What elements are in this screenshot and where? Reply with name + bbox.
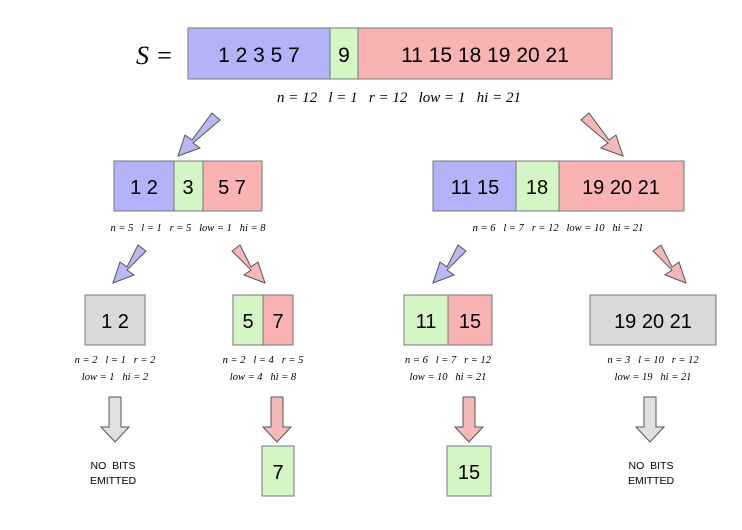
set-label: S = [136,41,173,70]
level1-right-right-values: 19 20 21 [582,177,660,199]
result-4: NO BITS EMITTED [628,460,674,487]
level2-node-3: 11 15 n = 6 l = 7 r = 12 low = 10 hi = 2… [403,294,493,383]
result-1: NO BITS EMITTED [90,460,136,487]
level2-node-4: 19 20 21 n = 3 l = 10 r = 12 low = 19 hi… [589,294,717,383]
result-2-box [261,445,295,497]
level2-node-1-params-line2: low = 1 hi = 2 [82,372,149,383]
root-params: n = 12 l = 1 r = 12 low = 1 hi = 21 [277,90,521,106]
level1-left-node: 1 2 3 5 7 n = 5 l = 1 r = 5 low = 1 hi =… [110,160,266,234]
arrow-red-icon [231,244,266,284]
root-right-values: 11 15 18 19 20 21 [401,44,569,67]
result-3-box [446,445,492,497]
level2-node-2: 5 7 n = 2 l = 4 r = 5 low = 4 hi = 8 [223,294,304,383]
result-3-value: 15 [458,462,480,484]
arrow-blue-icon [432,244,467,284]
result-2-value: 7 [272,462,283,484]
arrow-gray-icon [634,396,666,443]
level2-node-4-box [589,294,717,346]
arrow-gray-icon [99,396,131,443]
level1-left-right-values: 5 7 [218,177,246,199]
result-3: 15 [446,445,492,497]
result-1-line1: NO BITS [91,460,136,472]
level2-node-1-values: 1 2 [101,311,129,333]
level2-node-3-params-line1: n = 6 l = 7 r = 12 [405,355,492,366]
level1-left-params: n = 5 l = 1 r = 5 low = 1 hi = 8 [110,223,266,234]
level2-node-1-box [84,294,146,346]
level1-right-node: 11 15 18 19 20 21 n = 6 l = 7 r = 12 low… [432,160,685,234]
arrow-red-icon [453,396,485,443]
level2-node-4-params-line2: low = 19 hi = 21 [615,372,692,383]
level1-right-mid-segment [515,160,560,212]
level1-right-right-segment [558,160,685,212]
root-left-segment [187,27,331,80]
level2-node-4-params-line1: n = 3 l = 10 r = 12 [607,355,699,366]
level2-node-2-right-segment [262,294,294,346]
level1-left-left-values: 1 2 [130,177,158,199]
root-right-segment [357,27,613,80]
result-4-line2: EMITTED [628,475,674,487]
result-4-line1: NO BITS [629,460,674,472]
level2-node-1-params-line1: n = 2 l = 1 r = 2 [75,355,157,366]
arrow-red-icon [652,244,687,284]
arrow-red-icon [580,112,624,157]
level2-node-2-params-line1: n = 2 l = 4 r = 5 [223,355,304,366]
level2-node-2-left-value: 5 [242,311,253,333]
arrow-blue-icon [177,112,221,157]
level2-node-2-params-line2: low = 4 hi = 8 [230,372,297,383]
arrow-blue-icon [112,244,147,284]
level1-left-mid-segment [173,160,204,212]
level2-node-2-right-value: 7 [272,311,283,333]
root-mid-segment [329,27,359,80]
level1-left-right-segment [202,160,263,212]
level1-right-left-segment [432,160,517,212]
level2-node-3-params-line2: low = 10 hi = 21 [410,372,487,383]
level1-right-params: n = 6 l = 7 r = 12 low = 10 hi = 21 [473,223,644,234]
root-left-values: 1 2 3 5 7 [218,44,300,67]
level1-right-left-values: 11 15 [451,177,500,199]
root-mid-value: 9 [338,44,350,67]
level2-node-4-values: 19 20 21 [614,311,692,333]
root-node: S = 1 2 3 5 7 9 11 15 18 19 20 21 n = 12… [136,27,613,106]
level2-node-1: 1 2 n = 2 l = 1 r = 2 low = 1 hi = 2 [75,294,157,383]
level2-node-3-left-value: 11 [416,311,437,333]
result-1-line2: EMITTED [90,475,136,487]
arrow-red-icon [261,396,293,443]
level2-node-3-right-segment [447,294,493,346]
level1-left-mid-value: 3 [182,177,193,199]
result-2: 7 [261,445,295,497]
level1-right-mid-value: 18 [526,177,548,199]
level2-node-3-right-value: 15 [459,311,481,333]
level2-node-3-left-segment [403,294,449,346]
